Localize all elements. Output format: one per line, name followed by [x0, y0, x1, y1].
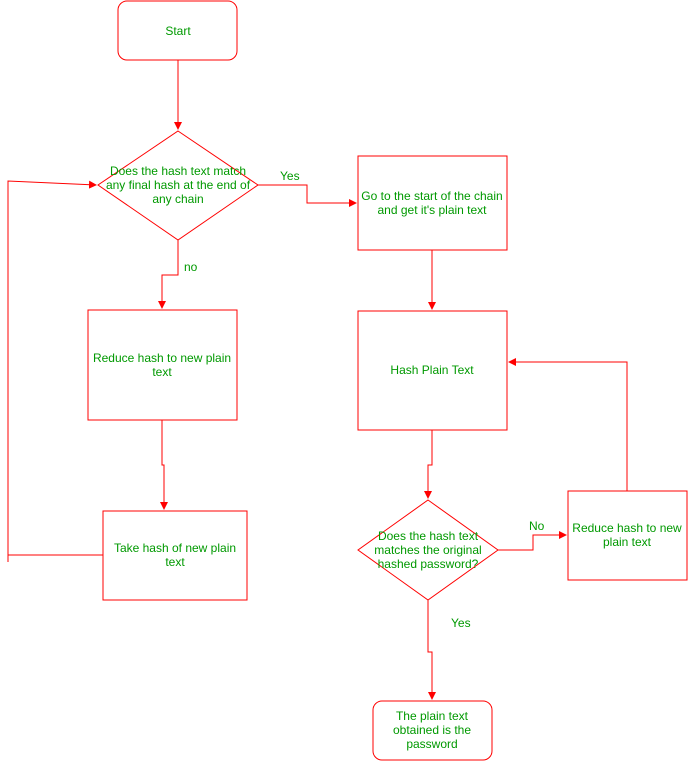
compare-decision-line-3: hashed password?	[378, 557, 479, 571]
edge-label-no-left: no	[184, 260, 198, 274]
chain-start-line-2: and get it's plain text	[377, 203, 487, 217]
result-node: The plain text obtained is the password	[372, 700, 493, 761]
edge-label-yes-bottom: Yes	[451, 616, 471, 630]
edge-take-hash-loop-back	[7, 180, 103, 556]
edge-compare-to-result	[427, 600, 436, 700]
take-hash-line-2: text	[165, 555, 185, 569]
result-line-2: obtained is the	[393, 723, 471, 737]
match-decision-node: Does the hash text match any final hash …	[97, 130, 259, 241]
reduce-left-line-1: Reduce hash to new plain	[93, 351, 231, 365]
start-label: Start	[165, 24, 191, 38]
edge-reduce-right-to-hash-plain	[508, 358, 628, 491]
match-decision-line-3: any chain	[152, 192, 203, 206]
take-hash-line-1: Take hash of new plain	[114, 541, 236, 555]
reduce-right-node: Reduce hash to new plain text	[567, 490, 688, 581]
reduce-right-line-1: Reduce hash to new	[572, 521, 682, 535]
chain-start-line-1: Go to the start of the chain	[361, 189, 502, 203]
start-node: Start	[117, 0, 238, 61]
match-decision-line-2: any final hash at the end of	[106, 178, 251, 192]
reduce-left-node: Reduce hash to new plain text	[87, 309, 238, 421]
hash-plain-label: Hash Plain Text	[390, 363, 474, 377]
compare-decision-line-1: Does the hash text	[378, 529, 479, 543]
result-line-3: password	[406, 737, 457, 751]
take-hash-node: Take hash of new plain text	[102, 510, 248, 601]
edge-compare-to-reduce-right	[498, 531, 567, 551]
edge-reduce-left-to-take-hash	[160, 420, 168, 510]
edge-match-to-reduce-left	[158, 240, 179, 309]
reduce-left-line-2: text	[152, 365, 172, 379]
edge-label-yes-top: Yes	[280, 169, 300, 183]
edge-label-no-right: No	[529, 519, 545, 533]
compare-decision-node: Does the hash text matches the original …	[357, 499, 499, 601]
chain-start-node: Go to the start of the chain and get it'…	[357, 155, 508, 251]
match-decision-line-1: Does the hash text match	[110, 164, 246, 178]
edge-hash-plain-to-compare	[424, 430, 433, 499]
edge-match-to-chain-start	[258, 184, 357, 207]
reduce-right-line-2: plain text	[603, 535, 652, 549]
hash-plain-node: Hash Plain Text	[357, 310, 508, 431]
compare-decision-line-2: matches the original	[374, 543, 481, 557]
result-line-1: The plain text	[396, 709, 469, 723]
